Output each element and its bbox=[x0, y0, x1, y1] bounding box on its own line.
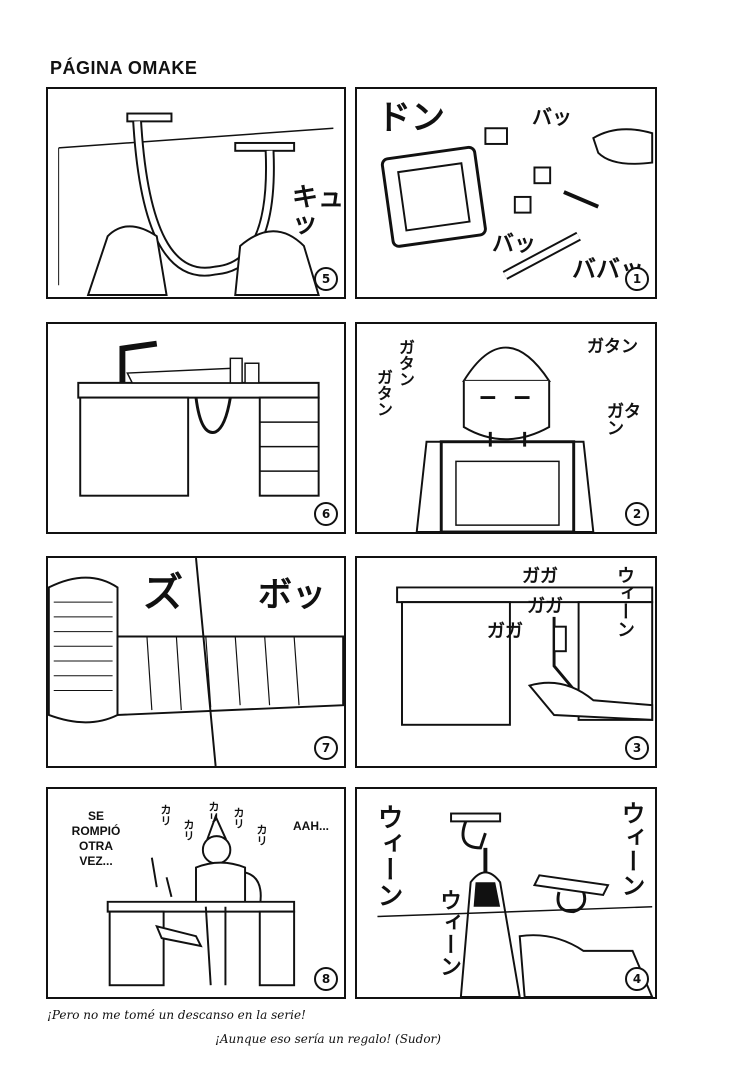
panel-number: 3 bbox=[625, 736, 649, 760]
sfx-gatan-3: ガタン bbox=[587, 337, 638, 357]
panel-1-drawing bbox=[380, 127, 654, 280]
panel-number: 8 bbox=[314, 967, 338, 991]
sfx-gaga-3: ガガ bbox=[487, 621, 523, 642]
sfx-wiin-1: ウィーン bbox=[373, 804, 403, 908]
sfx-gaga-1: ガガ bbox=[522, 566, 558, 587]
sfx-kari-5: カリ bbox=[255, 824, 268, 846]
sfx-gaga-2: ガガ bbox=[527, 596, 563, 617]
sfx-ba-2: バッ bbox=[492, 232, 537, 257]
panel-8: SE ROMPIÓ OTRA VEZ... AAH... カリ カリ カリ カリ… bbox=[46, 787, 346, 999]
page-title: PÁGINA OMAKE bbox=[50, 58, 198, 78]
sfx-wiin-3: ウィーン bbox=[436, 889, 461, 977]
panel-7-drawing bbox=[48, 558, 344, 766]
panel-number: 4 bbox=[625, 967, 649, 991]
speech-se-rompio: SE ROMPIÓ OTRA VEZ... bbox=[71, 809, 121, 868]
sfx-bo: ボッ bbox=[258, 575, 326, 615]
panel-1: ドン バッ バッ ババッ 1 bbox=[355, 87, 657, 299]
sfx-zu: ズ bbox=[143, 570, 183, 616]
sfx-kari-1: カリ bbox=[159, 804, 172, 826]
panel-number: 1 bbox=[625, 267, 649, 291]
panel-number: 7 bbox=[314, 736, 338, 760]
panel-6-drawing bbox=[77, 340, 320, 497]
panel-5-drawing bbox=[58, 112, 334, 297]
panel-number: 2 bbox=[625, 502, 649, 526]
speech-aah: AAH... bbox=[293, 819, 329, 833]
panel-4: ウィーン ウィーン ウィーン 4 bbox=[355, 787, 657, 999]
sfx-gatan-2: ガタン bbox=[374, 369, 393, 417]
panel-number: 5 bbox=[314, 267, 338, 291]
sfx-gatan-4: ガタン bbox=[607, 402, 641, 439]
panel-5: キュッ 5 bbox=[46, 87, 346, 299]
panel-8-drawing bbox=[106, 813, 296, 987]
sfx-don: ドン bbox=[377, 98, 445, 138]
sfx-kyu: キュッ bbox=[292, 183, 345, 239]
panel-2-drawing bbox=[415, 346, 595, 532]
sfx-kari-2: カリ bbox=[182, 819, 195, 841]
panel-3-drawing bbox=[396, 586, 654, 726]
panel-number: 6 bbox=[314, 502, 338, 526]
sfx-wiin: ウィーン bbox=[614, 566, 635, 638]
sfx-kari-4: カリ bbox=[232, 807, 245, 829]
panel-7: ズ ボッ 7 bbox=[46, 556, 346, 768]
panel-3: ガガ ガガ ガガ ウィーン 3 bbox=[355, 556, 657, 768]
caption-line-2: ¡Aunque eso sería un regalo! (Sudor) bbox=[215, 1032, 441, 1046]
sfx-wiin-2: ウィーン bbox=[617, 801, 645, 897]
panel-2: ガタン ガタン ガタン ガタン 2 bbox=[355, 322, 657, 534]
panel-4-drawing bbox=[377, 812, 654, 997]
caption-line-1: ¡Pero no me tomé un descanso en la serie… bbox=[47, 1008, 306, 1022]
sfx-ba-1: バッ bbox=[532, 105, 572, 129]
sfx-gatan-1: ガタン bbox=[396, 339, 415, 387]
panel-6: 6 bbox=[46, 322, 346, 534]
sfx-kari-3: カリ bbox=[207, 801, 220, 823]
